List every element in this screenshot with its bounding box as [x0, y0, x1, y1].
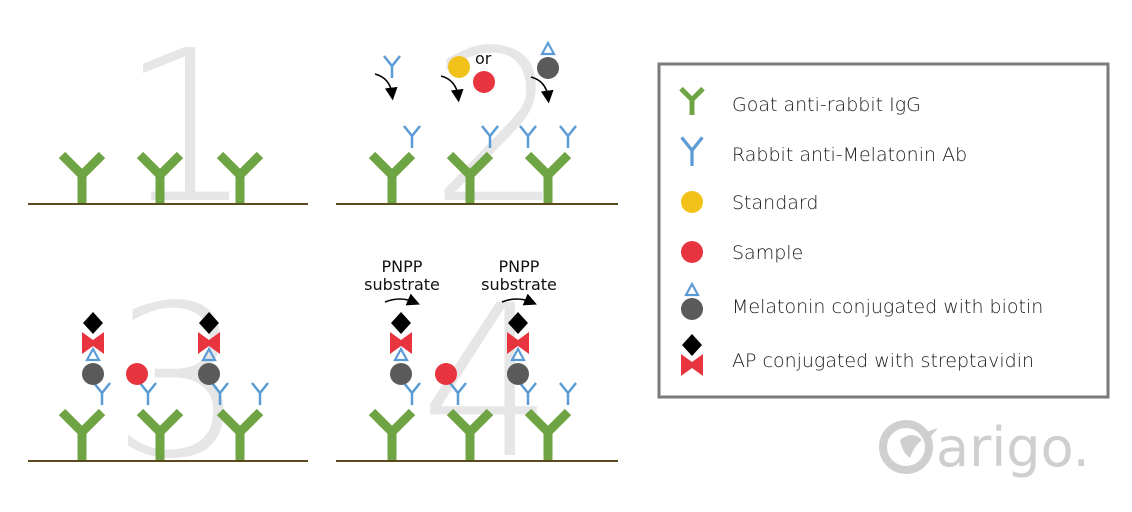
sample-icon — [473, 71, 495, 93]
legend-item-goat: Goat anti-rabbit IgG — [681, 89, 921, 116]
arrow-icon — [440, 75, 464, 103]
goat-igg-icon — [62, 155, 102, 203]
legend-item-melatonin: Melatonin conjugated with biotin — [679, 282, 1043, 322]
panel-step-4: PNPP substrate PNPP substrate — [336, 257, 618, 461]
or-label: or — [475, 49, 492, 68]
legend-item-standard: Standard — [681, 191, 818, 214]
goat-igg-icon — [372, 155, 412, 203]
arigo-logo: arigo. — [879, 416, 1090, 479]
goat-igg-icon — [62, 412, 102, 460]
substrate-label-line1: PNPP — [499, 257, 540, 276]
standard-icon — [448, 56, 470, 78]
panel-step-2: or — [336, 41, 618, 204]
goat-igg-icon — [372, 412, 412, 460]
panel-step-3 — [28, 312, 308, 461]
legend-item-sample: Sample — [681, 241, 803, 264]
rabbit-ab-icon — [382, 54, 402, 80]
substrate-label-line2: substrate — [481, 275, 557, 294]
rabbit-ab-icon — [92, 381, 112, 407]
arrow-icon — [530, 76, 554, 104]
rabbit-ab-icon — [402, 381, 422, 407]
legend-label: Sample — [732, 242, 803, 264]
melatonin-biotin-icon — [388, 347, 414, 387]
legend-label: Melatonin conjugated with biotin — [732, 296, 1043, 318]
legend-item-ap: AP conjugated with streptavidin — [681, 334, 1034, 376]
panel-step-1 — [28, 155, 308, 204]
bird-logo-icon — [879, 420, 938, 474]
standard-icon — [681, 191, 703, 213]
arrow-icon — [501, 293, 537, 306]
legend-label: AP conjugated with streptavidin — [732, 350, 1034, 372]
sample-icon — [126, 363, 148, 385]
logo-text: arigo. — [936, 416, 1090, 479]
substrate-label-line2: substrate — [364, 275, 440, 294]
legend-box: Goat anti-rabbit IgG Rabbit anti-Melaton… — [657, 62, 1110, 399]
melatonin-biotin-icon — [80, 347, 106, 387]
step-number-1: 1 — [120, 5, 254, 250]
rabbit-ab-icon — [402, 124, 422, 150]
rabbit-ab-icon — [250, 381, 270, 407]
rabbit-ab-icon — [558, 381, 578, 407]
arrow-icon — [384, 293, 420, 306]
legend-label: Standard — [732, 192, 818, 214]
sample-icon — [435, 363, 457, 385]
legend-label: Goat anti-rabbit IgG — [732, 94, 921, 116]
legend-label: Rabbit anti-Melatonin Ab — [732, 144, 967, 166]
arrow-icon — [374, 73, 398, 101]
substrate-label-line1: PNPP — [382, 257, 423, 276]
legend-item-rabbit: Rabbit anti-Melatonin Ab — [679, 135, 967, 168]
sample-icon — [681, 241, 703, 263]
